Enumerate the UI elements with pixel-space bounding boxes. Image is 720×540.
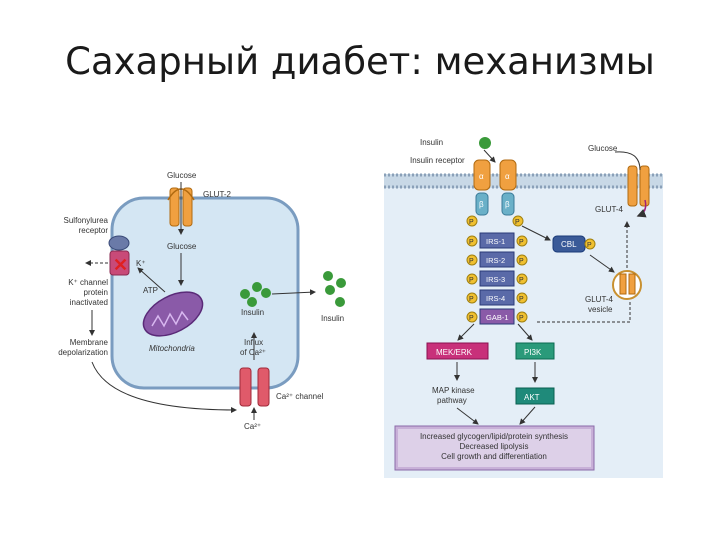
phospho-label: P (469, 239, 474, 246)
phospho-site (466, 254, 478, 266)
ca-channel-label: Ca²⁺ channel (276, 392, 324, 401)
k-plus-label: K⁺ (136, 259, 146, 268)
k-channel-shape (109, 250, 130, 276)
mitochondria-icon (142, 291, 204, 337)
pi3k-label: PI3K (524, 348, 542, 357)
glucose-label: Glucose (588, 144, 618, 153)
insulin-granules-inside (240, 282, 271, 307)
phospho-site (516, 292, 528, 304)
insulin-granules-outside (323, 271, 346, 307)
k-channel-label-3: inactivated (70, 298, 108, 307)
phospho-site (466, 235, 478, 247)
phospho-site (516, 273, 528, 285)
mek-erk-label: MEK/ERK (436, 348, 473, 357)
insulin-molecule (479, 137, 491, 149)
outcome-line-2: Decreased lipolysis (460, 442, 529, 451)
phospho-site (466, 292, 478, 304)
irs-label: IRS-2 (486, 256, 505, 265)
phospho-label: P (519, 277, 524, 284)
phospho-label: P (519, 258, 524, 265)
alpha-left: α (479, 172, 484, 181)
irs-label: IRS-1 (486, 237, 505, 246)
signaling-panel: Insulin Insulin receptor α α β β P P Glu… (384, 130, 663, 478)
outcome-line-1: Increased glycogen/lipid/protein synthes… (420, 432, 568, 441)
glucose-top-label: Glucose (167, 171, 197, 180)
phospho-label: P (519, 315, 524, 322)
glut2-label: GLUT-2 (203, 190, 232, 199)
sulfonylurea-label-2: receptor (79, 226, 109, 235)
insulin-receptor (473, 159, 517, 216)
atp-label: ATP (143, 286, 158, 295)
glut4-label: GLUT-4 (595, 205, 624, 214)
ca-channel-shape (239, 367, 270, 407)
beta-right: β (505, 200, 510, 209)
k-channel-label-2: protein (84, 288, 108, 297)
phospho-label: P (469, 258, 474, 265)
map-kinase-label-1: MAP kinase (432, 386, 475, 395)
phospho-site (516, 311, 528, 323)
phospho-site (466, 273, 478, 285)
glucose-inside-label: Glucose (167, 242, 197, 251)
outcome-line-3: Cell growth and differentiation (441, 452, 547, 461)
sulfonylurea-label-1: Sulfonylurea (64, 216, 109, 225)
phospho-label: P (469, 315, 474, 322)
insulin-outside-label: Insulin (321, 314, 344, 323)
irs-label: IRS-4 (486, 294, 505, 303)
phospho-label: P (519, 239, 524, 246)
mitochondria-label: Mitochondria (149, 344, 195, 353)
pi3k-box (515, 342, 555, 360)
irs-label: IRS-3 (486, 275, 505, 284)
cbl-label: CBL (561, 240, 577, 249)
irs-box (479, 289, 515, 306)
phospho-site (516, 235, 528, 247)
phospho-cbl: P (587, 242, 592, 249)
phospho-label: P (469, 277, 474, 284)
irs-box (479, 308, 515, 325)
phospho-site (466, 311, 478, 323)
influx-label-1: Influx (244, 338, 263, 347)
beta-left: β (479, 200, 484, 209)
slide-title: Сахарный диабет: механизмы (65, 40, 655, 83)
irs-box (479, 232, 515, 249)
glut4-transporter (627, 165, 650, 207)
insulin-receptor-label: Insulin receptor (410, 156, 465, 165)
ca-ion-label: Ca²⁺ (244, 422, 261, 431)
phospho-site (516, 254, 528, 266)
beta-cell-panel: Glucose GLUT-2 Glucose ✕ Sulfonylurea re… (58, 171, 346, 431)
glut4-vesicle-label-1: GLUT-4 (585, 295, 614, 304)
phospho-label: P (469, 296, 474, 303)
irs-box (479, 270, 515, 287)
sulfonylurea-receptor-shape (108, 235, 130, 251)
membrane (384, 173, 663, 189)
membrane-label-2: depolarization (58, 348, 108, 357)
phospho-label: P (519, 296, 524, 303)
glut4-vesicle (612, 270, 642, 300)
insulin-inside-label: Insulin (241, 308, 264, 317)
irs-label: GAB-1 (486, 313, 509, 322)
akt-box (515, 387, 555, 405)
akt-label: AKT (524, 393, 540, 402)
insulin-label: Insulin (420, 138, 443, 147)
map-kinase-label-2: pathway (437, 396, 467, 405)
k-channel-label-1: K⁺ channel (68, 278, 108, 287)
mek-erk-box (426, 342, 489, 360)
irs-box (479, 251, 515, 268)
phospho-rec-left: P (469, 219, 474, 226)
phospho-rec-right: P (515, 219, 520, 226)
alpha-right: α (505, 172, 510, 181)
membrane-label-1: Membrane (70, 338, 109, 347)
influx-label-2: of Ca²⁺ (240, 348, 266, 357)
k-channel-block-icon: ✕ (113, 255, 128, 275)
glut4-vesicle-label-2: vesicle (588, 305, 613, 314)
